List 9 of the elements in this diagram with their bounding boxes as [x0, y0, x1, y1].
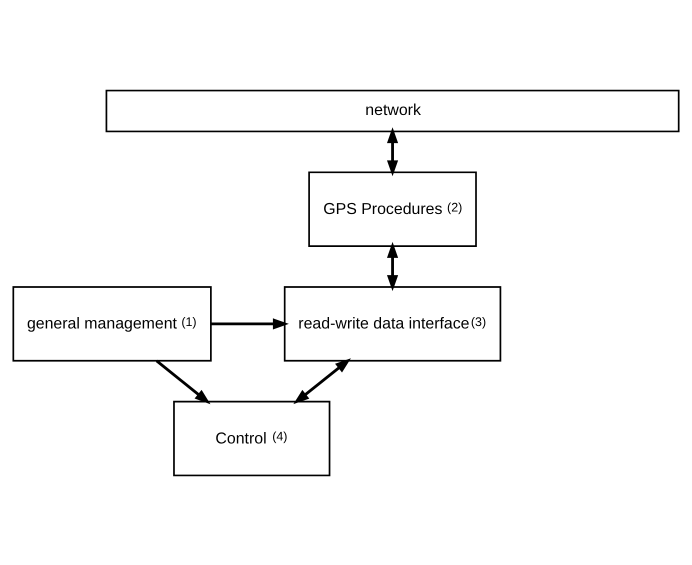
arrow	[293, 358, 351, 404]
arrow	[386, 126, 398, 176]
node-box: network	[106, 89, 680, 132]
arrow	[156, 359, 210, 404]
node-box: general management (1)	[12, 286, 212, 362]
arrow	[211, 318, 289, 329]
node-box: GPS Procedures (2)	[308, 170, 477, 246]
arrow	[386, 241, 398, 291]
node-box: Control (4)	[173, 400, 330, 476]
